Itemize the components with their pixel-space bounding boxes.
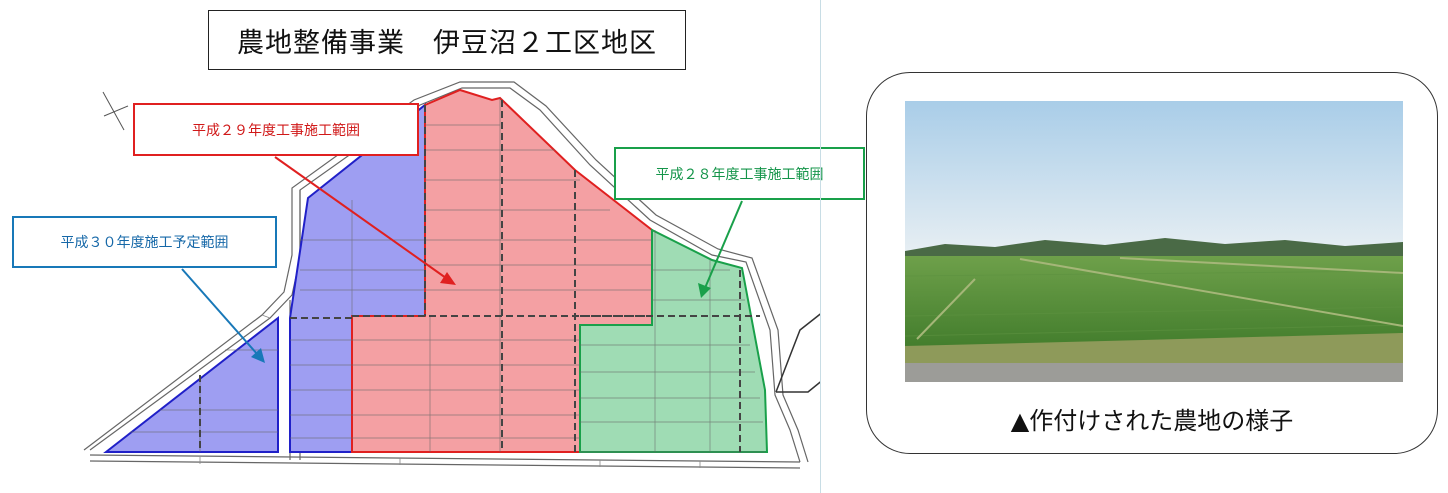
label-h29-construction-area: 平成２９年度工事施工範囲 bbox=[133, 103, 419, 156]
north-arrow-icon bbox=[102, 91, 129, 131]
block-dashes bbox=[199, 100, 760, 452]
arrow-h29 bbox=[274, 156, 456, 285]
arrow-h28 bbox=[698, 200, 743, 298]
divider-line bbox=[820, 0, 821, 493]
area-h28 bbox=[579, 228, 769, 453]
bubble-pointer bbox=[775, 313, 820, 393]
arrow-h30 bbox=[181, 268, 265, 363]
farmland-map bbox=[83, 81, 820, 469]
road-ticks bbox=[199, 314, 701, 468]
label-h30-planned-area: 平成３０年度施工予定範囲 bbox=[12, 216, 277, 268]
label-h28-construction-area: 平成２８年度工事施工範囲 bbox=[614, 147, 865, 200]
page-title: 農地整備事業 伊豆沼２工区地区 bbox=[208, 10, 686, 70]
photo-caption: ▲作付けされた農地の様子 bbox=[1010, 406, 1294, 435]
farmland-photo bbox=[905, 101, 1403, 382]
